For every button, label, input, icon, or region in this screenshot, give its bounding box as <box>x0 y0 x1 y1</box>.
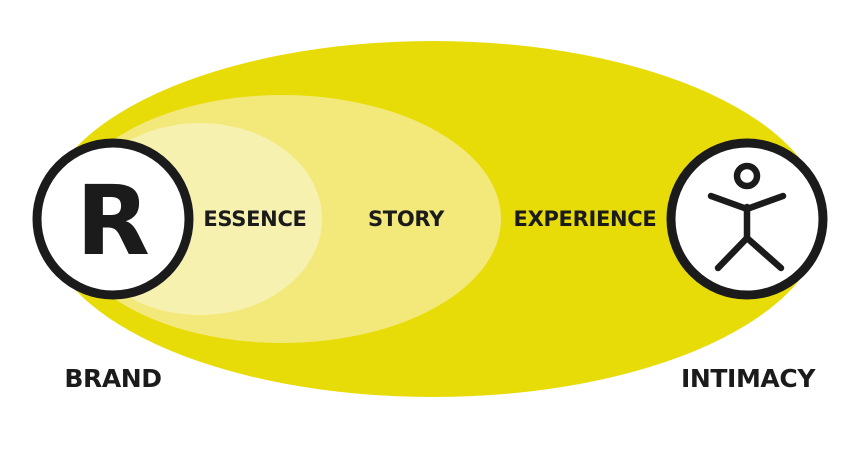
experience-label: EXPERIENCE <box>514 207 657 231</box>
person-icon <box>666 138 828 300</box>
intimacy-label: INTIMACY <box>681 364 816 393</box>
registered-trademark-icon: R <box>32 138 194 300</box>
brand-label: BRAND <box>64 364 161 393</box>
story-label: STORY <box>368 207 445 231</box>
brand-symbol-letter: R <box>76 165 150 277</box>
essence-label: ESSENCE <box>203 207 306 231</box>
